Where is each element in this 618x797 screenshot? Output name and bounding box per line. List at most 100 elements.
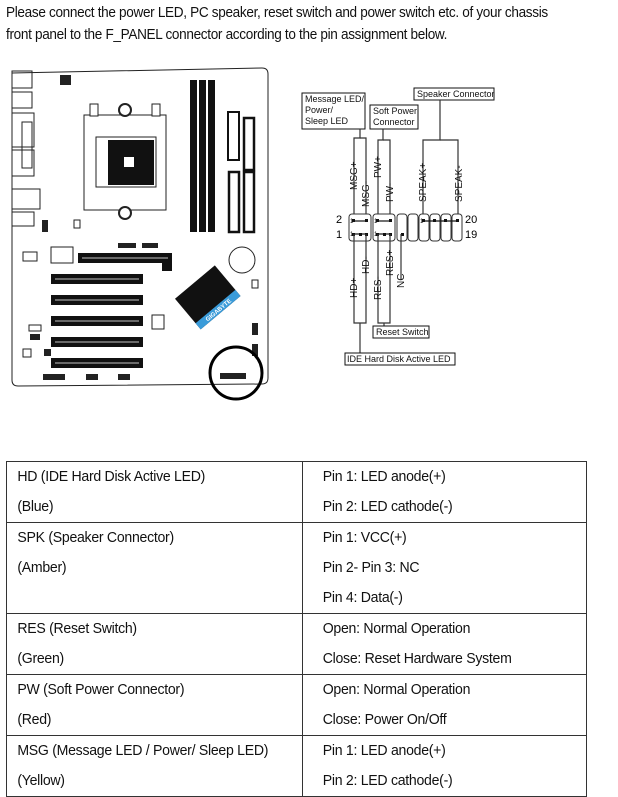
pin1-marker: 1 <box>350 219 354 225</box>
table-row: MSG (Message LED / Power/ Sleep LED)(Yel… <box>6 735 587 797</box>
pin1-marker: 1 <box>374 219 378 225</box>
connector-name-cell: RES (Reset Switch) (Green) <box>6 613 303 675</box>
pin-details-cell: Pin 1: LED anode(+) Pin 2: LED cathode(-) <box>302 461 587 523</box>
row-number-20: 20 <box>465 214 477 226</box>
callout-ide-led <box>344 352 456 366</box>
wire-color: (Blue) <box>17 498 54 515</box>
bottom-header-3 <box>118 374 130 380</box>
pin-label-res-plus: RES+ <box>385 249 396 276</box>
header-right <box>251 279 259 289</box>
board-outline <box>11 67 269 387</box>
pin-detail: Pin 4: Data(-) <box>322 589 403 606</box>
intro-line-1: Please connect the power LED, PC speaker… <box>6 5 548 21</box>
wire-color: (Green) <box>17 650 64 667</box>
io-audio <box>11 211 35 227</box>
atx-power-connector <box>227 111 240 161</box>
io-serial <box>21 121 33 169</box>
f-panel-pinout-diagram: Message LED/ Power/ Sleep LED Soft Power… <box>301 87 495 366</box>
connector-name: HD (IDE Hard Disk Active LED) <box>17 468 206 485</box>
io-vga <box>11 149 35 177</box>
connector-name-cell: HD (IDE Hard Disk Active LED) (Blue) <box>6 461 303 523</box>
connector-name: PW (Soft Power Connector) <box>17 681 185 698</box>
connector-name-cell: MSG (Message LED / Power/ Sleep LED)(Yel… <box>6 735 303 797</box>
callout-soft-power-line1: Soft Power <box>373 106 417 116</box>
callout-reset-switch <box>372 325 430 339</box>
pin-header: 2 1 20 19 <box>336 213 477 242</box>
bottom-header-1 <box>43 374 65 380</box>
usb-header-1 <box>252 323 258 335</box>
pin-detail: Pin 1: VCC(+) <box>322 529 407 546</box>
pin-label-hd-minus: HD- <box>361 256 372 274</box>
pin-label-res-minus: RES- <box>373 276 384 300</box>
io-lan <box>11 188 41 210</box>
dimm-slots <box>190 80 215 232</box>
callout-message-led-line1: Message LED/ <box>305 94 365 104</box>
callout-speaker-text: Speaker Connector <box>417 89 495 99</box>
io-usb <box>11 91 33 109</box>
pin-detail: Close: Power On/Off <box>322 711 447 728</box>
pin-detail: Open: Normal Operation <box>322 620 471 637</box>
audio-header <box>30 334 40 340</box>
pin-detail: Pin 2: LED cathode(-) <box>322 498 453 515</box>
pin-detail: Open: Normal Operation <box>322 681 471 698</box>
f-panel-highlight-circle <box>208 345 264 401</box>
pin-details-cell: Pin 1: VCC(+) Pin 2- Pin 3: NC Pin 4: Data… <box>302 522 587 614</box>
pci-slot-lines <box>55 257 168 364</box>
pin-detail: Pin 1: LED anode(+) <box>322 468 446 485</box>
bottom-leader-lines <box>353 234 402 353</box>
bottom-header-2 <box>86 374 98 380</box>
cpu-socket <box>83 103 167 220</box>
table-row: RES (Reset Switch) (Green) Open: Normal Op… <box>6 613 587 675</box>
wire-color: (Amber) <box>17 559 67 576</box>
pin1-marker: 1 <box>350 232 354 238</box>
ide2-connector <box>242 170 256 234</box>
header-clr <box>44 349 51 356</box>
pin-label-pw-plus: PW+ <box>373 156 384 178</box>
ide1-connector <box>227 170 241 234</box>
pin-detail: Pin 1: LED anode(+) <box>322 742 446 759</box>
header-small <box>42 220 48 232</box>
connector-name: RES (Reset Switch) <box>17 620 137 637</box>
cmos-battery <box>228 246 256 274</box>
callout-message-led-line3: Sleep LED <box>305 116 349 126</box>
callout-reset-switch-text: Reset Switch <box>376 327 429 337</box>
connector-name-cell: PW (Soft Power Connector) (Red) <box>6 674 303 736</box>
pin-label-speak-plus: SPEAK+ <box>418 163 429 202</box>
pin1-marker: 1 <box>420 219 424 225</box>
pin-label-speak-minus: SPEAK- <box>454 165 465 202</box>
chip-bios <box>50 246 74 264</box>
usb-header-2 <box>252 344 258 356</box>
chip-small <box>22 251 38 262</box>
row-number-1: 1 <box>336 229 342 241</box>
table-row: HD (IDE Hard Disk Active LED) (Blue) Pin 1… <box>6 461 587 523</box>
chip-io <box>151 314 165 330</box>
pin-label-hd-plus: HD+ <box>349 278 360 298</box>
top-leader-lines <box>353 100 459 227</box>
fan-header <box>73 219 81 229</box>
atx12v-connector <box>60 75 71 85</box>
cd-in-header <box>28 324 42 332</box>
wire-color: (Red) <box>17 711 52 728</box>
f-panel-header <box>220 373 246 379</box>
connector-name: MSG (Message LED / Power/ Sleep LED) <box>17 742 269 759</box>
callout-soft-power <box>369 104 419 130</box>
pin-definition-table: HD (IDE Hard Disk Active LED) (Blue) Pin 1… <box>6 461 587 797</box>
callout-soft-power-line2: Connector <box>373 117 415 127</box>
pin-label-msg-plus: MSG+ <box>349 161 360 190</box>
pin-detail: Close: Reset Hardware System <box>322 650 512 667</box>
row-number-19: 19 <box>465 229 477 241</box>
pin-detail: Pin 2- Pin 3: NC <box>322 559 420 576</box>
pin-label-pw-minus: PW- <box>385 183 396 202</box>
pcie-latch <box>162 257 172 271</box>
connector-name-cell: SPK (Speaker Connector)(Amber) <box>6 522 303 614</box>
motherboard-diagram: GIGABYTE <box>11 67 269 401</box>
io-ps2 <box>11 70 33 89</box>
table-row: PW (Soft Power Connector) (Red) Open: Norm… <box>6 674 587 736</box>
callout-ide-led-text: IDE Hard Disk Active LED <box>347 354 451 364</box>
pin-details-cell: Pin 1: LED anode(+)Pin 2: LED cathode(-) <box>302 735 587 797</box>
callout-speaker <box>413 87 495 101</box>
chipset-heatsink: GIGABYTE <box>174 265 241 330</box>
pin-label-nc: NC <box>396 274 407 288</box>
